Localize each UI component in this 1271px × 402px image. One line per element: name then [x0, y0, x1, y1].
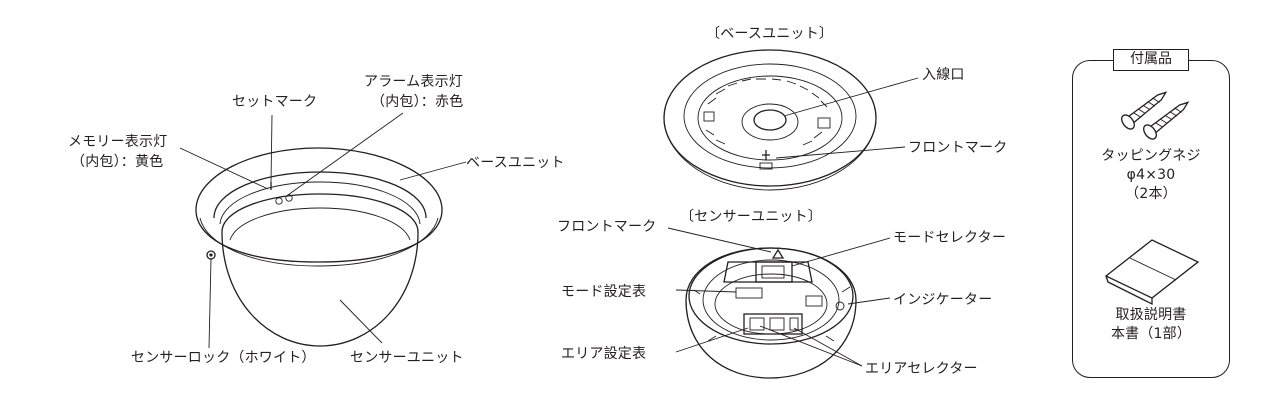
base-unit-leader-lines: [775, 77, 919, 159]
manual-name: 取扱説明書: [1115, 307, 1187, 323]
accessories-title: 付属品: [1113, 49, 1189, 71]
manual-booklet-drawing: [1104, 239, 1200, 306]
detector-assembly-drawing: [195, 147, 443, 347]
manual-note: 本書（1部）: [1110, 326, 1192, 342]
screw-name: タッピングネジ: [1101, 148, 1201, 164]
alarm-lamp-note: （内包）：赤色: [371, 94, 464, 110]
screw-count: （2本）: [1125, 186, 1177, 202]
set-mark-label: セットマーク: [232, 94, 318, 110]
indicator-label: インジケーター: [893, 292, 993, 308]
sensor-unit-leader-lines: [667, 227, 891, 367]
memory-lamp-note: （内包）：黄色: [71, 154, 164, 170]
sensor-lock-label: センサーロック（ホワイト）: [131, 350, 316, 366]
alarm-lamp-label: アラーム表示灯: [364, 74, 463, 90]
memory-lamp-label: メモリー表示灯: [68, 134, 168, 150]
sensor-unit-view-title: 〔センサーユニット〕: [680, 209, 822, 225]
main-unit-leader-lines: [179, 112, 467, 349]
sensor-unit-drawing: [685, 247, 857, 379]
sensor-front-mark-label: フロントマーク: [557, 219, 657, 235]
sensor-unit-label: センサーユニット: [350, 350, 464, 366]
mode-table-label: モード設定表: [561, 284, 647, 300]
base-unit-drawing: [663, 49, 877, 191]
area-selector-label: エリアセレクター: [865, 361, 978, 377]
area-table-label: エリア設定表: [561, 346, 647, 362]
wiring-inlet-label: 入線口: [922, 67, 965, 83]
tapping-screws-drawing: [1121, 91, 1190, 140]
base-unit-label: ベースユニット: [466, 155, 565, 171]
mode-selector-label: モードセレクター: [893, 230, 1007, 246]
base-front-mark-label: フロントマーク: [908, 140, 1008, 156]
base-unit-view-title: 〔ベースユニット〕: [706, 26, 834, 42]
screw-size: φ4×30: [1126, 167, 1176, 183]
